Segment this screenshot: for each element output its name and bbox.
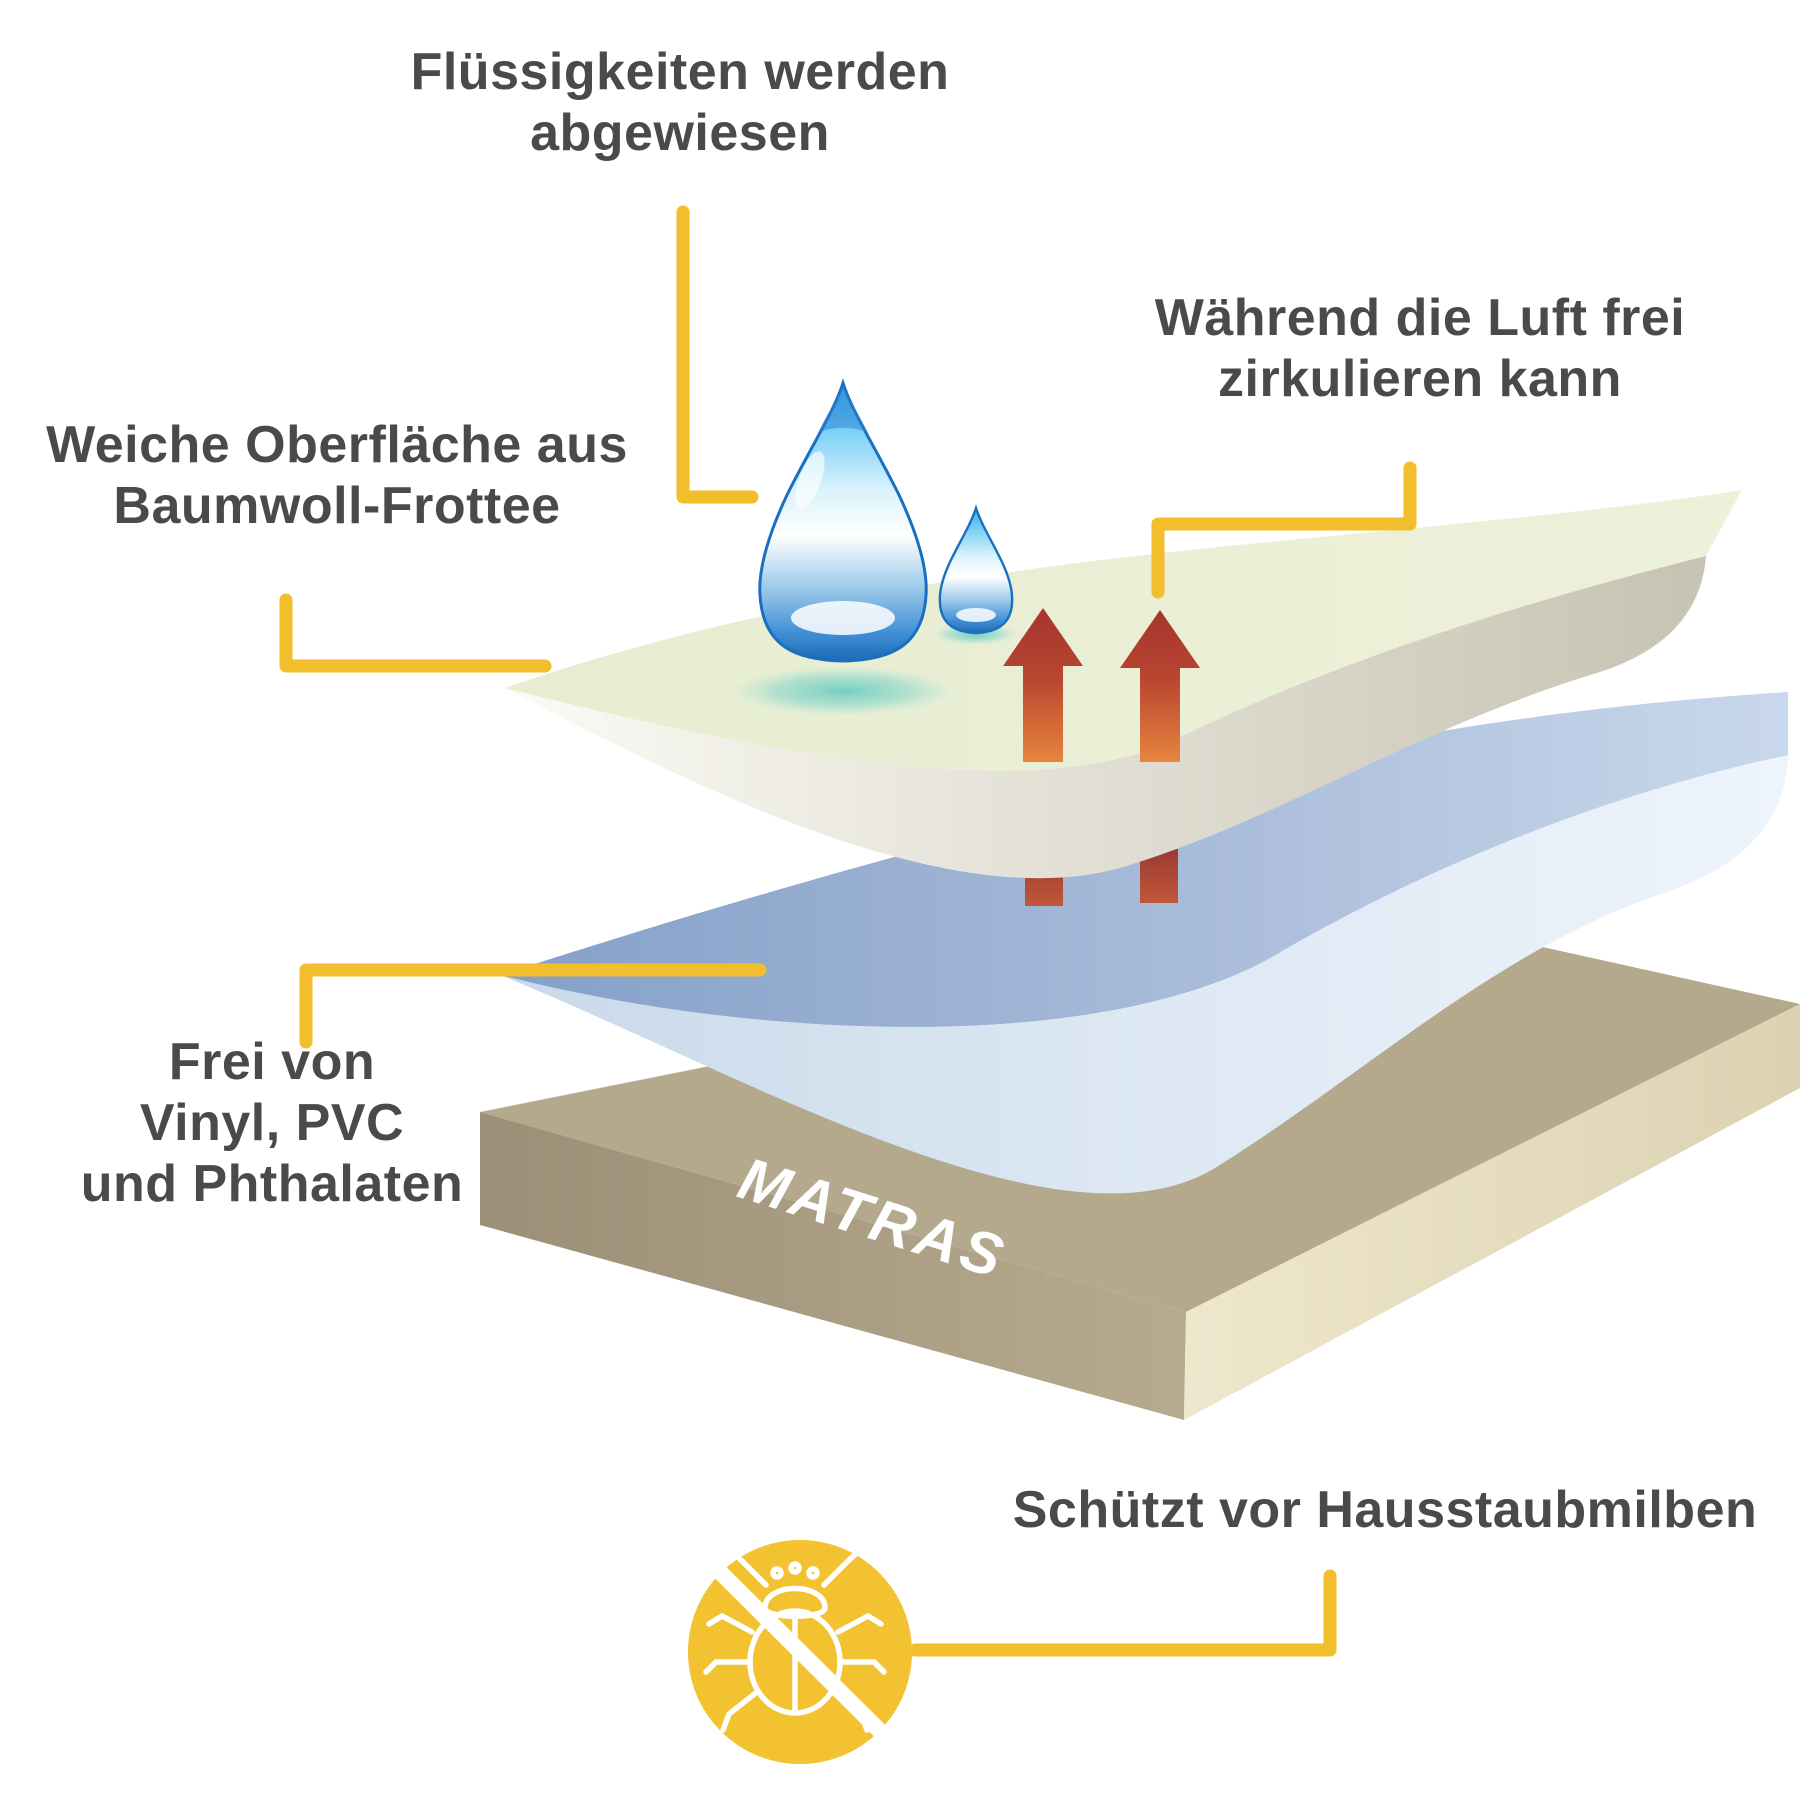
connector-line-surface xyxy=(279,593,552,673)
label-line: Baumwoll-Frottee xyxy=(113,476,561,535)
prohibition-slash xyxy=(711,1563,892,1743)
label-air-circulation: Während die Luft frei zirkulieren kann xyxy=(1155,288,1686,410)
label-line: zirkulieren kann xyxy=(1218,349,1622,408)
water-drop-icon xyxy=(938,503,1014,635)
no-dust-mite-icon xyxy=(688,1534,912,1764)
label-line: abgewiesen xyxy=(530,103,830,162)
connector-line-air xyxy=(1151,461,1417,599)
air-flow-arrow-icon xyxy=(1003,608,1200,762)
mattress-right-face xyxy=(1184,1004,1800,1420)
cotton-layer-edge xyxy=(505,556,1706,879)
label-line: Weiche Oberfläche aus xyxy=(46,416,628,474)
label-line: Frei von xyxy=(168,1033,376,1091)
label-soft-surface: Weiche Oberfläche aus Baumwoll-Frottee xyxy=(46,415,628,537)
water-drop-icon xyxy=(758,377,928,663)
label-free-of: Frei von Vinyl, PVC und Phthalaten xyxy=(81,1032,464,1214)
connector-line-mites xyxy=(908,1569,1337,1657)
label-liquids-repelled: Flüssigkeiten werden abgewiesen xyxy=(411,42,950,164)
label-line: Vinyl, PVC xyxy=(139,1093,405,1152)
membrane-edge xyxy=(500,755,1788,1194)
mattress-front-face xyxy=(480,1112,1186,1420)
label-line: und Phthalaten xyxy=(80,1154,464,1213)
label-line: Schützt vor Hausstaubmilben xyxy=(1012,1481,1758,1539)
drop-shadow xyxy=(731,666,955,716)
label-line: Während die Luft frei xyxy=(1154,289,1686,347)
label-line: Flüssigkeiten werden xyxy=(410,43,950,101)
connector-line-liquids xyxy=(676,205,759,504)
connector-line-free-of xyxy=(299,963,767,1049)
label-dust-mites: Schützt vor Hausstaubmilben xyxy=(1013,1480,1758,1541)
